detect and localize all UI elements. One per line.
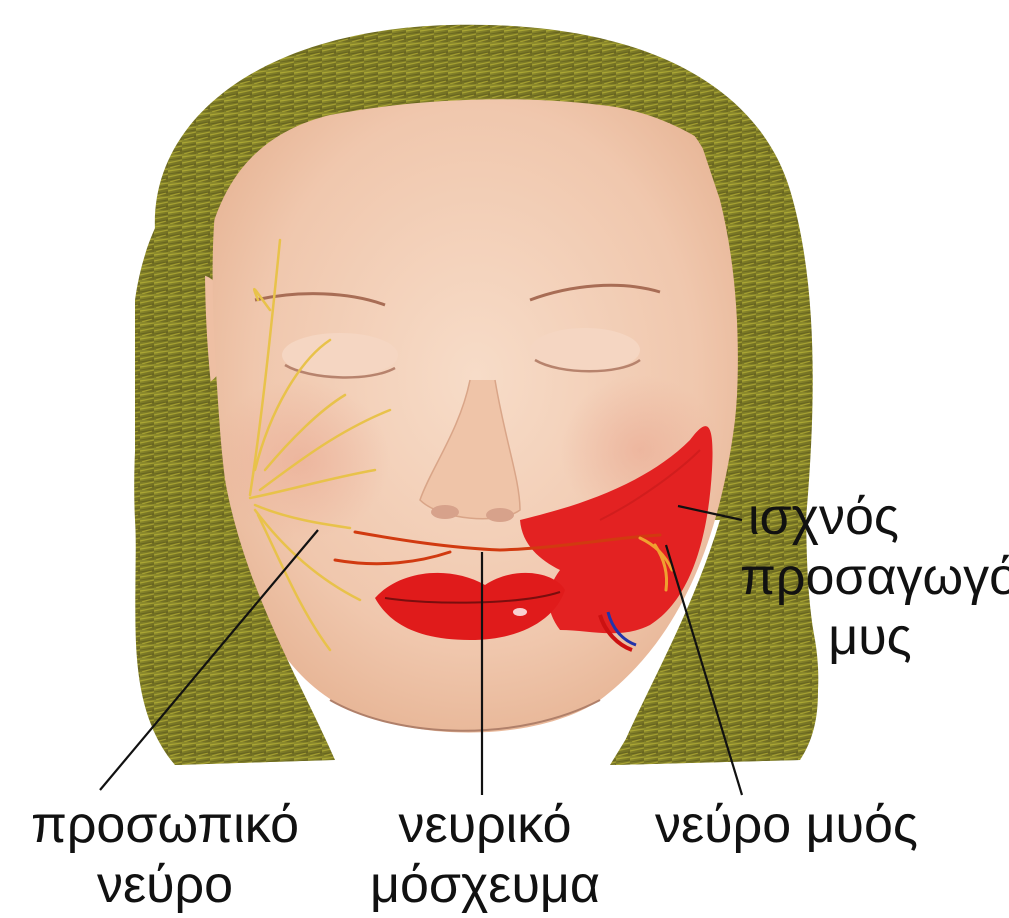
- label-facial-nerve-line2: νεύρο: [0, 855, 330, 915]
- label-muscle-line2: προσαγωγός: [740, 547, 1000, 607]
- label-nerve-graft: νευρικό μόσχευμα: [360, 795, 610, 915]
- label-facial-nerve: προσωπικό νεύρο: [0, 795, 330, 915]
- label-nerve-graft-line2: μόσχευμα: [360, 855, 610, 915]
- label-nerve-graft-line1: νευρικό: [360, 795, 610, 855]
- label-muscle-line3: μυς: [740, 607, 1000, 667]
- label-facial-nerve-line1: προσωπικό: [0, 795, 330, 855]
- label-muscle-line1: ισχνός: [740, 487, 1000, 547]
- label-muscle-nerve-line1: νεύρο μυός: [655, 795, 995, 855]
- label-muscle-nerve: νεύρο μυός: [655, 795, 995, 855]
- label-gracilis-muscle: ισχνός προσαγωγός μυς: [740, 487, 1000, 667]
